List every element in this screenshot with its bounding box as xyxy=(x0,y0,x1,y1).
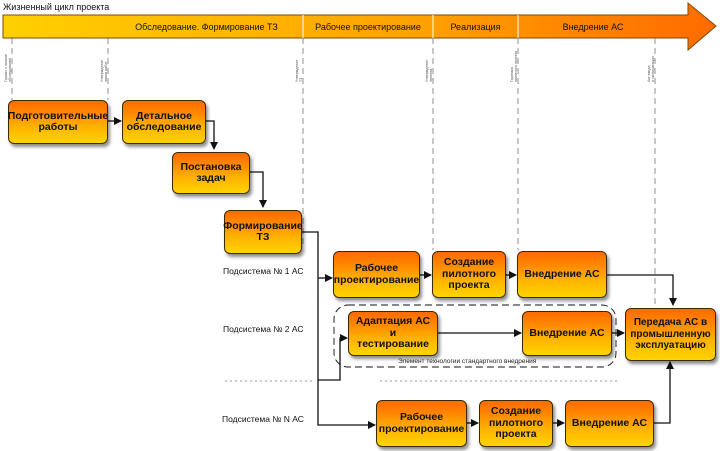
milestone-label: Приказ о начале обследования xyxy=(4,54,12,82)
subsystem-2-label: Подсистема № 2 АС xyxy=(223,324,304,334)
lifecycle-arrow xyxy=(2,1,717,52)
phase-implementation: Реализация xyxy=(450,22,501,32)
phase-survey: Обследование. Формирование ТЗ xyxy=(135,22,278,32)
box-industrial-operation[interactable]: Передача АС в промышленную эксплуатацию xyxy=(625,308,716,361)
milestone-label: Утверждение плана работ xyxy=(100,59,108,82)
milestone-label: Утверждение проекта xyxy=(425,59,433,82)
standard-implementation-note: Элемент технологии стандартного внедрени… xyxy=(398,358,537,365)
box-s1-pilot[interactable]: Создание пилотного проекта xyxy=(432,251,506,298)
phase-design: Рабочее проектирование xyxy=(315,22,421,32)
subsystem-1-label: Подсистема № 1 АС xyxy=(223,266,304,276)
box-s1-working-design[interactable]: Рабочее проектирование xyxy=(333,251,420,298)
box-s2-deployment[interactable]: Внедрение АС xyxy=(522,311,612,356)
box-sn-pilot[interactable]: Создание пилотного проекта xyxy=(479,400,553,447)
box-s1-deployment[interactable]: Внедрение АС xyxy=(517,251,607,298)
box-sn-deployment[interactable]: Внедрение АС xyxy=(565,400,654,447)
box-tz-formation[interactable]: Формирование ТЗ xyxy=(223,210,303,254)
box-preparatory-work[interactable]: Подготовительные работы xyxy=(8,100,108,144)
subsystem-n-label: Подсистема № N АС xyxy=(222,414,304,424)
standard-implementation-group xyxy=(333,304,617,368)
box-detailed-survey[interactable]: Детальное обследование xyxy=(122,100,206,144)
box-s2-adaptation[interactable]: Адаптация АС и тестирование xyxy=(348,311,438,356)
milestone-label: Приемка пилотного проекта xyxy=(510,50,518,82)
box-task-setting[interactable]: Постановка задач xyxy=(172,152,250,194)
milestone-label: Акт ввода в эксплуатацию xyxy=(647,55,655,82)
phase-deployment: Внедрение АС xyxy=(562,22,624,32)
milestone-label: Утверждение ТЗ xyxy=(295,59,303,82)
box-sn-working-design[interactable]: Рабочее проектирование xyxy=(376,400,467,447)
lifecycle-title: Жизненный цикл проекта xyxy=(3,2,110,12)
